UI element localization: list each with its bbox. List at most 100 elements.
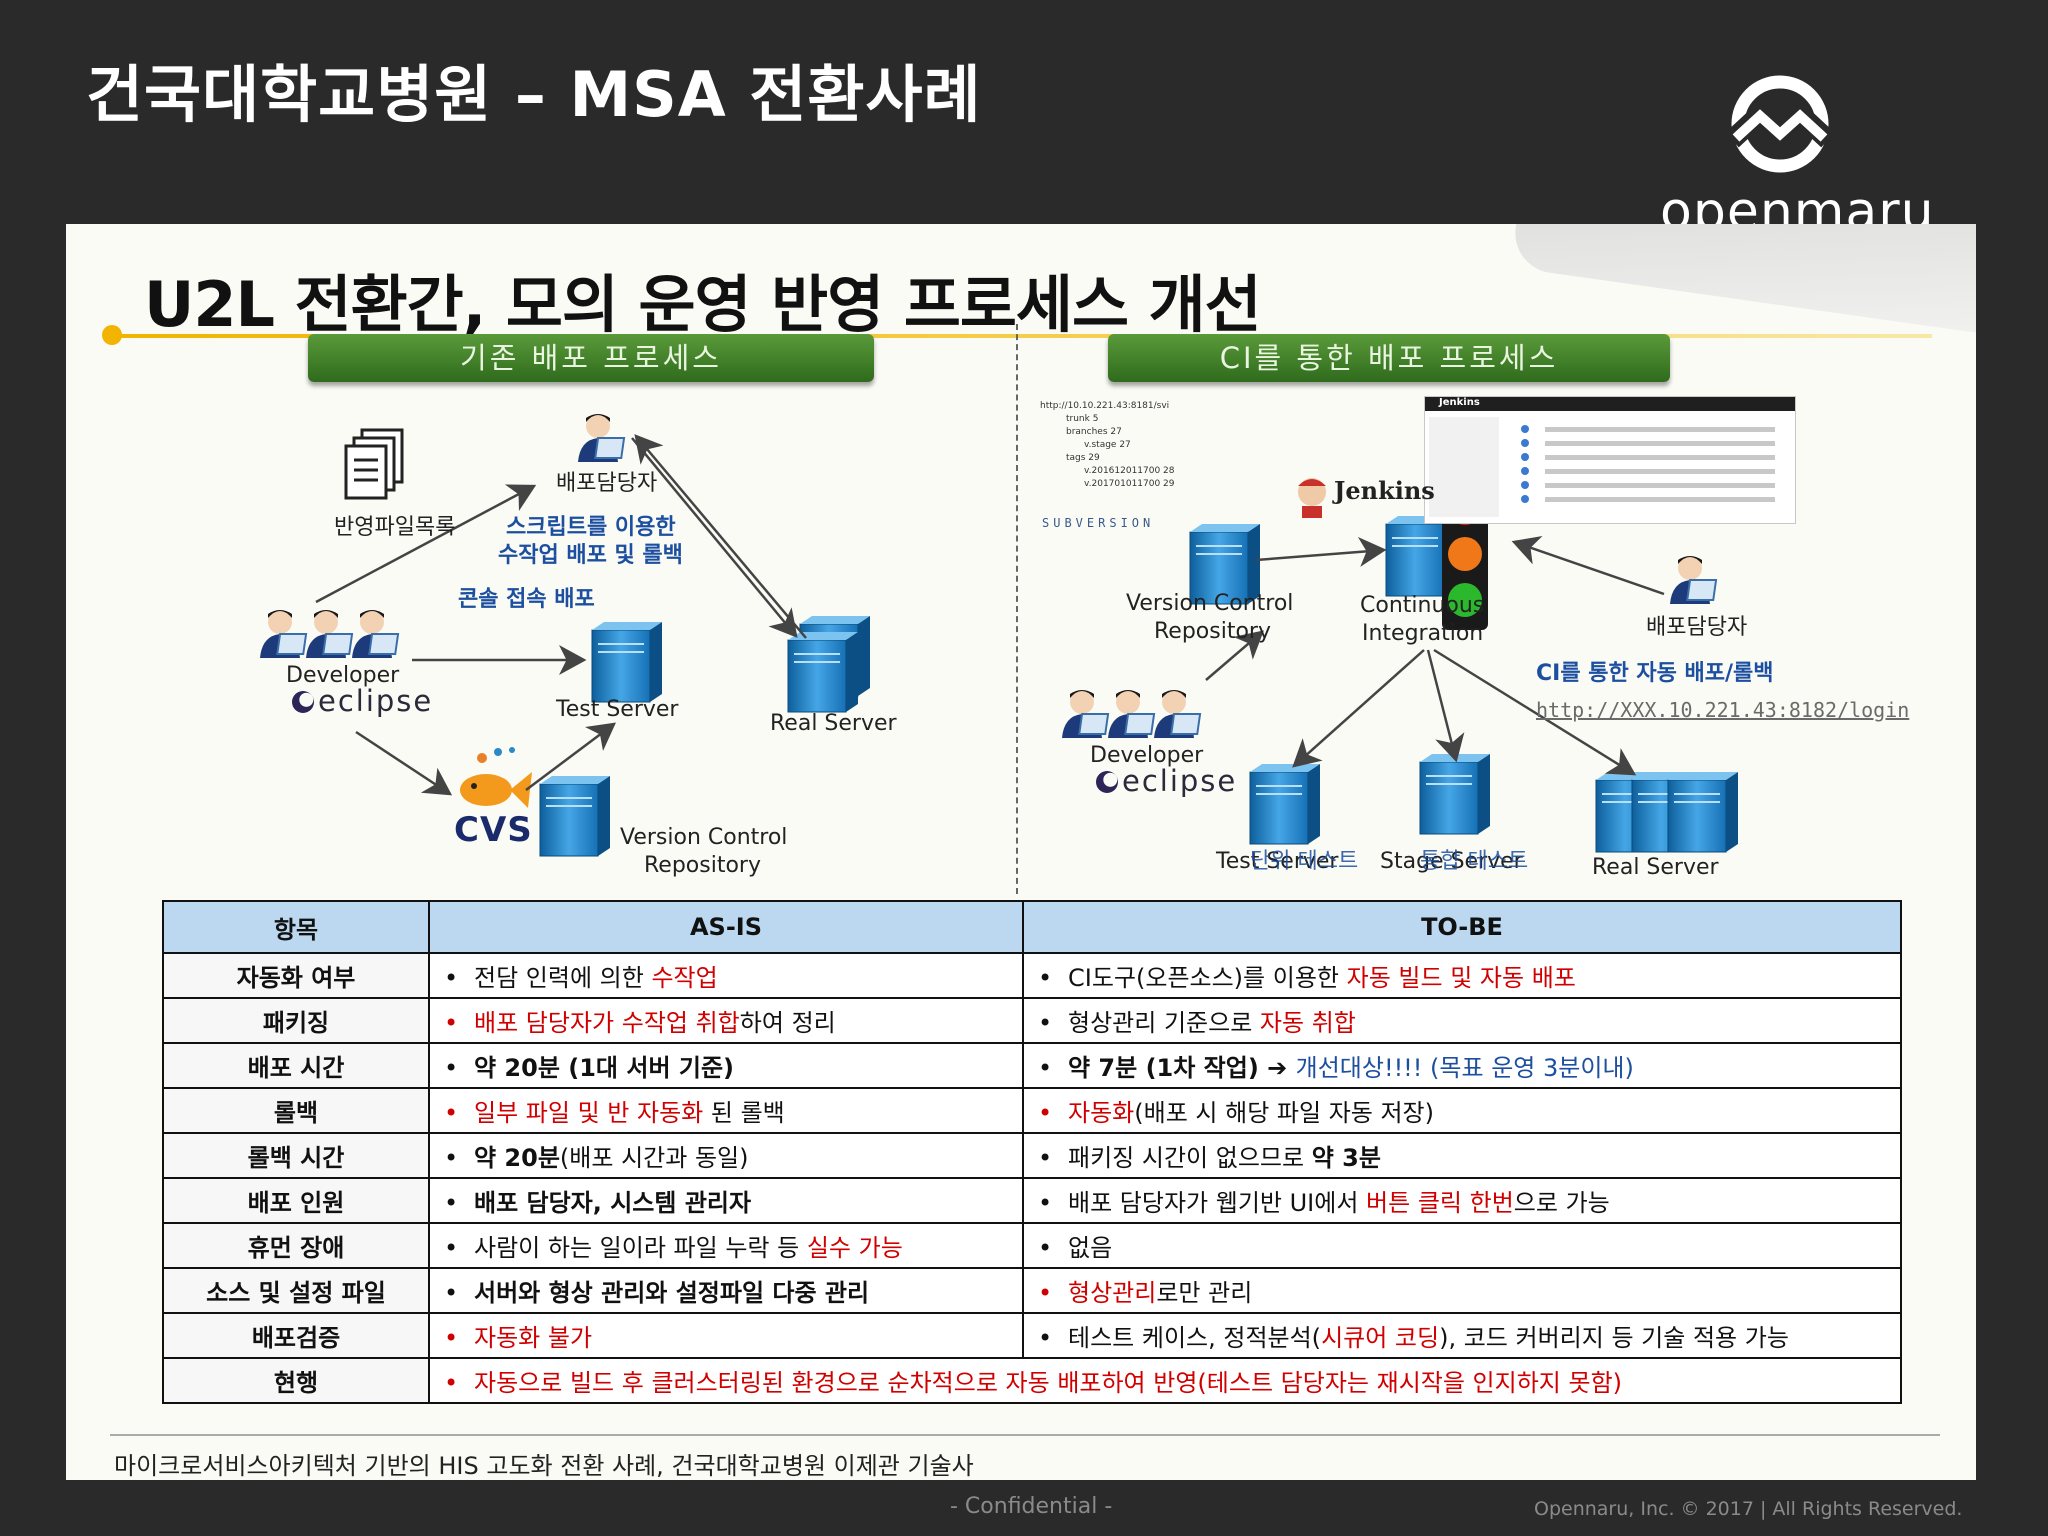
eclipse-logo: eclipse bbox=[292, 684, 433, 718]
footnote-divider bbox=[110, 1434, 1940, 1436]
asis-cell: •전담 인력에 의한 수작업 bbox=[428, 952, 1024, 999]
unit-test-label: 단위 테스트 bbox=[1250, 849, 1359, 874]
section-divider bbox=[1016, 324, 1018, 894]
cell-text: 배포 담당자, 시스템 관리자 bbox=[474, 1189, 752, 1217]
row-item-label: 현행 bbox=[162, 1357, 430, 1404]
jenkins-butler-icon bbox=[1298, 478, 1326, 518]
table-row: 자동화 여부•전담 인력에 의한 수작업•CI도구(오픈소스)를 이용한 자동 … bbox=[162, 952, 1902, 999]
row-item-label: 소스 및 설정 파일 bbox=[162, 1267, 430, 1314]
cell-text: 배포 담당자가 수작업 취합 bbox=[474, 1009, 740, 1037]
test-server-icon bbox=[1249, 763, 1321, 845]
bullet-icon: • bbox=[1038, 1324, 1053, 1352]
table-row: 패키징•배포 담당자가 수작업 취합하여 정리•형상관리 기준으로 자동 취합 bbox=[162, 997, 1902, 1044]
row-item-label: 패키징 bbox=[162, 997, 430, 1044]
deploy-manager-label: 배포담당자 bbox=[1646, 615, 1748, 640]
cell-text: 서버와 형상 관리와 설정파일 다중 관리 bbox=[474, 1279, 870, 1307]
table-row: 롤백 시간•약 20분(배포 시간과 동일)•패키징 시간이 없으므로 약 3분 bbox=[162, 1132, 1902, 1179]
stage-server-label: Stage Server bbox=[1380, 849, 1523, 874]
process-diagram bbox=[259, 413, 1739, 857]
bullet-icon: • bbox=[1038, 1279, 1053, 1307]
cell-text: ), 코드 커버리지 등 기술 적용 가능 bbox=[1439, 1324, 1789, 1352]
cell-text: 일부 파일 및 반 자동화 bbox=[474, 1099, 704, 1127]
cell-text: 형상관리 bbox=[1068, 1279, 1157, 1307]
row-item-label: 롤백 시간 bbox=[162, 1132, 430, 1179]
ci-label-1: Continuous bbox=[1360, 593, 1485, 618]
confidential-label: - Confidential - bbox=[950, 1494, 1113, 1519]
deploy-manager-icon bbox=[1669, 555, 1718, 605]
cell-text: 시큐어 코딩 bbox=[1321, 1324, 1440, 1352]
tobe-cell: •형상관리 기준으로 자동 취합 bbox=[1022, 997, 1902, 1044]
cell-text: 자동화 bbox=[1068, 1099, 1135, 1127]
integration-test-label: 통합 테스트 bbox=[1420, 849, 1529, 874]
cell-text: CI도구(오픈소스)를 이용한 bbox=[1068, 964, 1347, 992]
asis-cell: •약 20분 (1대 서버 기준) bbox=[428, 1042, 1024, 1089]
tobe-cell: •패키징 시간이 없으므로 약 3분 bbox=[1022, 1132, 1902, 1179]
bullet-icon: • bbox=[444, 1144, 459, 1172]
header-tobe: TO-BE bbox=[1022, 900, 1902, 954]
asis-cell: •사람이 하는 일이라 파일 누락 등 실수 가능 bbox=[428, 1222, 1024, 1269]
cvs-fish-icon bbox=[460, 747, 532, 808]
tobe-cell: •CI도구(오픈소스)를 이용한 자동 빌드 및 자동 배포 bbox=[1022, 952, 1902, 999]
asis-cell: •배포 담당자가 수작업 취합하여 정리 bbox=[428, 997, 1024, 1044]
gold-divider bbox=[112, 334, 1932, 338]
bullet-icon: • bbox=[1038, 1234, 1053, 1262]
cell-text: 자동 취합 bbox=[1259, 1009, 1356, 1037]
bullet-icon: • bbox=[1038, 964, 1053, 992]
table-header-row: 항목 AS-IS TO-BE bbox=[162, 900, 1902, 954]
real-server-label: Real Server bbox=[1592, 855, 1719, 880]
deploy-manager-label: 배포담당자 bbox=[556, 471, 658, 496]
row-item-label: 배포 시간 bbox=[162, 1042, 430, 1089]
subversion-logo: SUBVERSION bbox=[1042, 516, 1155, 530]
cell-text: 수작업 bbox=[651, 964, 718, 992]
cell-text: 패키징 시간이 없으므로 bbox=[1068, 1144, 1312, 1172]
bullet-icon: • bbox=[444, 1369, 459, 1397]
tobe-cell: • 없음 bbox=[1022, 1222, 1902, 1269]
jenkins-url-link[interactable]: http://XXX.10.221.43:8182/login bbox=[1536, 698, 1910, 722]
developer-icon bbox=[1061, 689, 1110, 739]
cell-text: 없음 bbox=[1068, 1234, 1113, 1262]
bullet-icon: • bbox=[444, 1279, 459, 1307]
source-footnote: 마이크로서비스아키텍처 기반의 HIS 고도화 전환 사례, 건국대학교병원 이… bbox=[114, 1452, 974, 1480]
bullet-icon: • bbox=[444, 964, 459, 992]
svn-tree-thumbnail: http://10.10.221.43:8181/svi trunk 5 bra… bbox=[1040, 401, 1175, 489]
jenkins-dashboard-thumbnail: Jenkins bbox=[1424, 396, 1796, 524]
row-item-label: 휴먼 장애 bbox=[162, 1222, 430, 1269]
bullet-icon: • bbox=[1038, 1144, 1053, 1172]
table-body: 자동화 여부•전담 인력에 의한 수작업•CI도구(오픈소스)를 이용한 자동 … bbox=[162, 952, 1902, 1404]
cell-text: 약 7분 (1차 작업) ➔ bbox=[1068, 1054, 1296, 1082]
asis-cell: •약 20분(배포 시간과 동일) bbox=[428, 1132, 1024, 1179]
cell-text: (배포 시 해당 파일 자동 저장) bbox=[1134, 1099, 1435, 1127]
cell-text: 버튼 클릭 한번 bbox=[1366, 1189, 1514, 1217]
openmaru-logo: openmaru bbox=[1660, 70, 1934, 242]
panel-heading: U2L 전환간, 모의 운영 반영 프로세스 개선 bbox=[144, 268, 1262, 341]
test-server-label: Test Server bbox=[1216, 849, 1339, 874]
stage-server-icon bbox=[1419, 753, 1491, 835]
file-list-label: 반영파일목록 bbox=[334, 515, 456, 540]
bullet-icon: • bbox=[1038, 1189, 1053, 1217]
bullet-icon: • bbox=[444, 1324, 459, 1352]
test-server-label: Test Server bbox=[556, 697, 679, 722]
deploy-manager-icon bbox=[577, 413, 626, 463]
bullet-icon: • bbox=[444, 1234, 459, 1262]
bullet-icon: • bbox=[444, 1099, 459, 1127]
bullet-icon: • bbox=[1038, 1009, 1053, 1037]
asis-cell: • 자동화 불가 bbox=[428, 1312, 1024, 1359]
eclipse-logo: eclipse bbox=[1096, 764, 1237, 798]
script-note-2: 수작업 배포 및 롤백 bbox=[498, 543, 683, 568]
header-item: 항목 bbox=[162, 900, 430, 954]
row-item-label: 배포 인원 bbox=[162, 1177, 430, 1224]
developer-icon bbox=[259, 609, 308, 659]
bullet-icon: • bbox=[1038, 1054, 1053, 1082]
tobe-cell: •약 7분 (1차 작업) ➔ 개선대상!!!! (목표 운영 3분이내) bbox=[1022, 1042, 1902, 1089]
cell-text: 자동으로 빌드 후 클러스터링된 환경으로 순차적으로 자동 배포하여 반영(테… bbox=[474, 1369, 1623, 1397]
table-row-current: 현행 • 자동으로 빌드 후 클러스터링된 환경으로 순차적으로 자동 배포하여 반… bbox=[162, 1357, 1902, 1404]
console-note: 콘솔 접속 배포 bbox=[458, 587, 595, 612]
cell-text: 자동화 불가 bbox=[474, 1324, 593, 1352]
bullet-icon: • bbox=[444, 1009, 459, 1037]
table-row: 배포검증•자동화 불가•테스트 케이스, 정적분석(시큐어 코딩), 코드 커버… bbox=[162, 1312, 1902, 1359]
cell-text: 테스트 케이스, 정적분석( bbox=[1068, 1324, 1322, 1352]
cell-text: 사람이 하는 일이라 파일 누락 등 bbox=[474, 1234, 807, 1262]
copyright-notice: Opennaru, Inc. © 2017 | All Rights Reser… bbox=[1534, 1498, 1963, 1520]
test-server-icon bbox=[591, 621, 663, 703]
cell-text: 약 20분 bbox=[474, 1144, 560, 1172]
